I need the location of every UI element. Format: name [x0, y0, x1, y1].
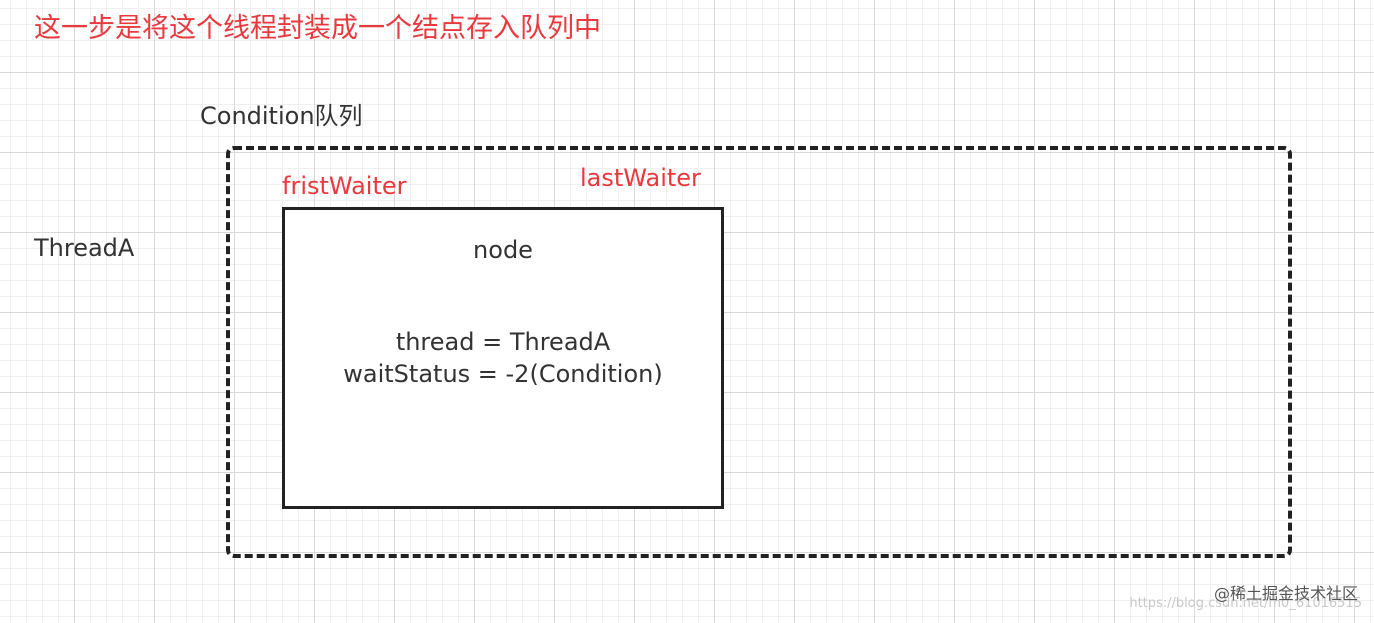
condition-queue-container [226, 146, 1292, 558]
watermark: @稀土掘金技术社区 [1213, 584, 1358, 603]
node-wait-status-field: waitStatus = -2(Condition) [343, 360, 663, 388]
thread-label: ThreadA [34, 234, 135, 262]
node-title: node [473, 236, 533, 264]
last-waiter-label: lastWaiter [580, 164, 701, 192]
diagram-heading: 这一步是将这个线程封装成一个结点存入队列中 [34, 13, 601, 44]
first-waiter-label: fristWaiter [282, 172, 407, 200]
node-box: node thread = ThreadA waitStatus = -2(Co… [282, 207, 724, 509]
watermark-url: https://blog.csdn.net/m0_61016515 [1129, 596, 1362, 611]
condition-queue-label: Condition队列 [200, 102, 363, 130]
node-thread-field: thread = ThreadA [395, 328, 611, 356]
